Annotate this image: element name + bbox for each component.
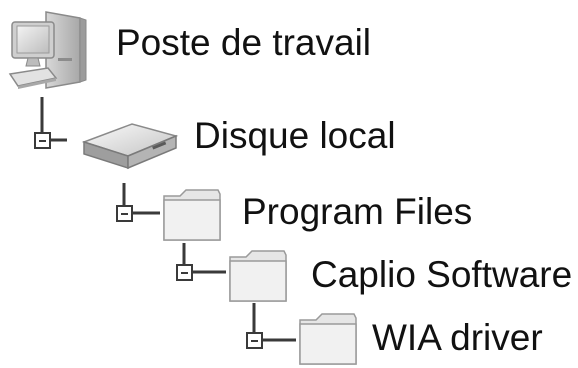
folder-icon <box>299 313 357 365</box>
tree-node-label[interactable]: Poste de travail <box>116 22 372 63</box>
tree-node-label[interactable]: WIA driver <box>372 317 543 358</box>
hard-drive-icon <box>81 123 179 170</box>
folder-icon <box>229 250 287 302</box>
tree-node-label[interactable]: Program Files <box>242 191 473 232</box>
collapse-toggle-disque-local[interactable] <box>34 132 51 149</box>
folder-icon <box>163 189 221 241</box>
collapse-toggle-program-files[interactable] <box>116 205 133 222</box>
computer-icon <box>8 11 87 89</box>
tree-node-label[interactable]: Disque local <box>194 115 396 156</box>
collapse-toggle-wia-driver[interactable] <box>246 332 263 349</box>
collapse-toggle-caplio-software[interactable] <box>176 264 193 281</box>
tree-node-label[interactable]: Caplio Software <box>311 254 573 295</box>
